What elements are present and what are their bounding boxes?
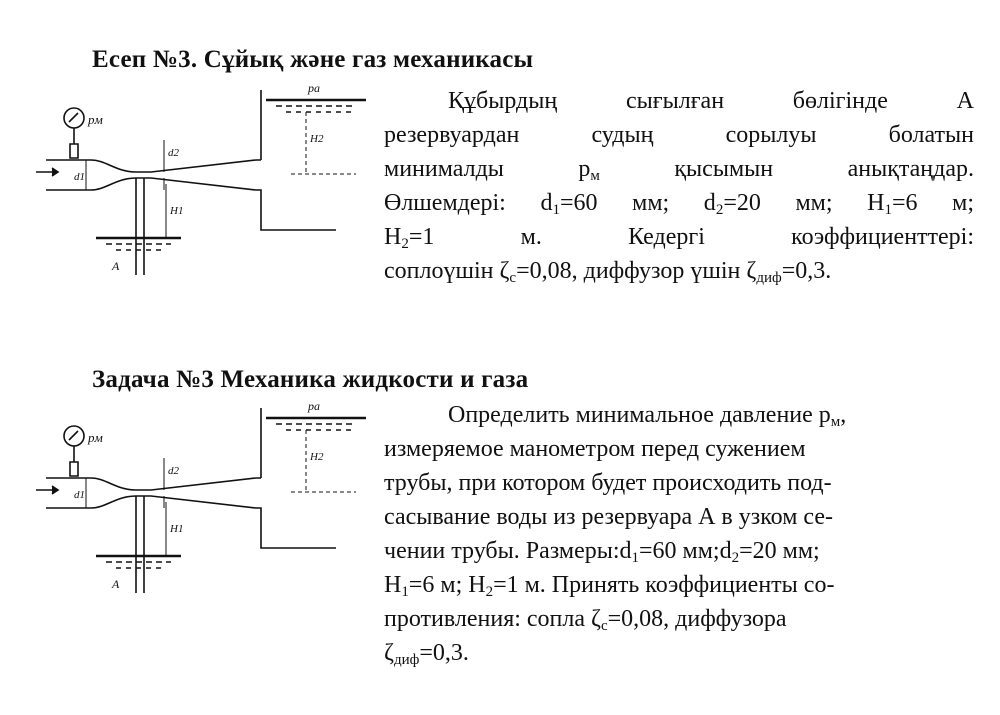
- atm-label: pa: [307, 399, 320, 413]
- ru-line-3: трубы, при котором будет происходить под…: [384, 470, 832, 496]
- h2-label: H2: [309, 451, 324, 463]
- gauge-label: pм: [87, 112, 103, 127]
- h1-label: H1: [169, 523, 183, 535]
- gauge-label: pм: [87, 430, 103, 445]
- ru-line-4: сасывание воды из резервуара А в узком с…: [384, 504, 834, 530]
- section-kz-diagram: pм pa d1 d2 H2 H1 A: [36, 81, 366, 275]
- section-ru-body: Определить минимальное давление рм, изме…: [384, 398, 846, 670]
- d2-label: d2: [168, 147, 180, 159]
- ru-line-5: чении трубы. Размеры:d1=60 мм;d2=20 мм;: [384, 538, 820, 566]
- ru-line-7: противления: сопла ζc=0,08, диффузора: [384, 606, 787, 634]
- ru-line-2: измеряемое манометром перед сужением: [384, 436, 806, 462]
- kz-line-6: соплоүшін ζc=0,08, диффузор үшін ζдиф=0,…: [384, 258, 832, 286]
- kz-line-1: Құбырдың сығылған бөлігінде А: [448, 88, 974, 114]
- h2-label: H2: [309, 133, 324, 145]
- atm-label: pa: [307, 81, 320, 95]
- section-kz-title: Есеп №3. Сұйық және газ механикасы: [92, 46, 534, 73]
- d2-label: d2: [168, 465, 180, 477]
- reservoir-label: A: [111, 577, 120, 591]
- kz-line-3: минималды рм қысымын анықтаңдар.: [384, 156, 975, 184]
- h1-label: H1: [169, 205, 183, 217]
- kz-line-5: H2=1 м. Кедергі коэффициенттері:: [384, 224, 974, 252]
- kz-line-4: Өлшемдері: d1=60 мм; d2=20 мм; H1=6 м;: [384, 190, 975, 218]
- d1-label: d1: [74, 171, 85, 183]
- section-ru-title: Задача №3 Механика жидкости и газа: [92, 366, 529, 393]
- ru-line-1: Определить минимальное давление рм,: [448, 402, 847, 430]
- kz-line-2: резервуардан судың сорылуы болатын: [384, 122, 974, 148]
- reservoir-label: A: [111, 259, 120, 273]
- ru-line-8: ζдиф=0,3.: [384, 640, 469, 668]
- ru-line-6: H1=6 м; H2=1 м. Принять коэффициенты со-: [384, 572, 835, 600]
- d1-label: d1: [74, 489, 85, 501]
- section-ru-diagram: pм pa d1 d2 H2 H1 A: [36, 399, 366, 593]
- section-kz-body: Құбырдың сығылған бөлігінде А резервуард…: [384, 84, 974, 288]
